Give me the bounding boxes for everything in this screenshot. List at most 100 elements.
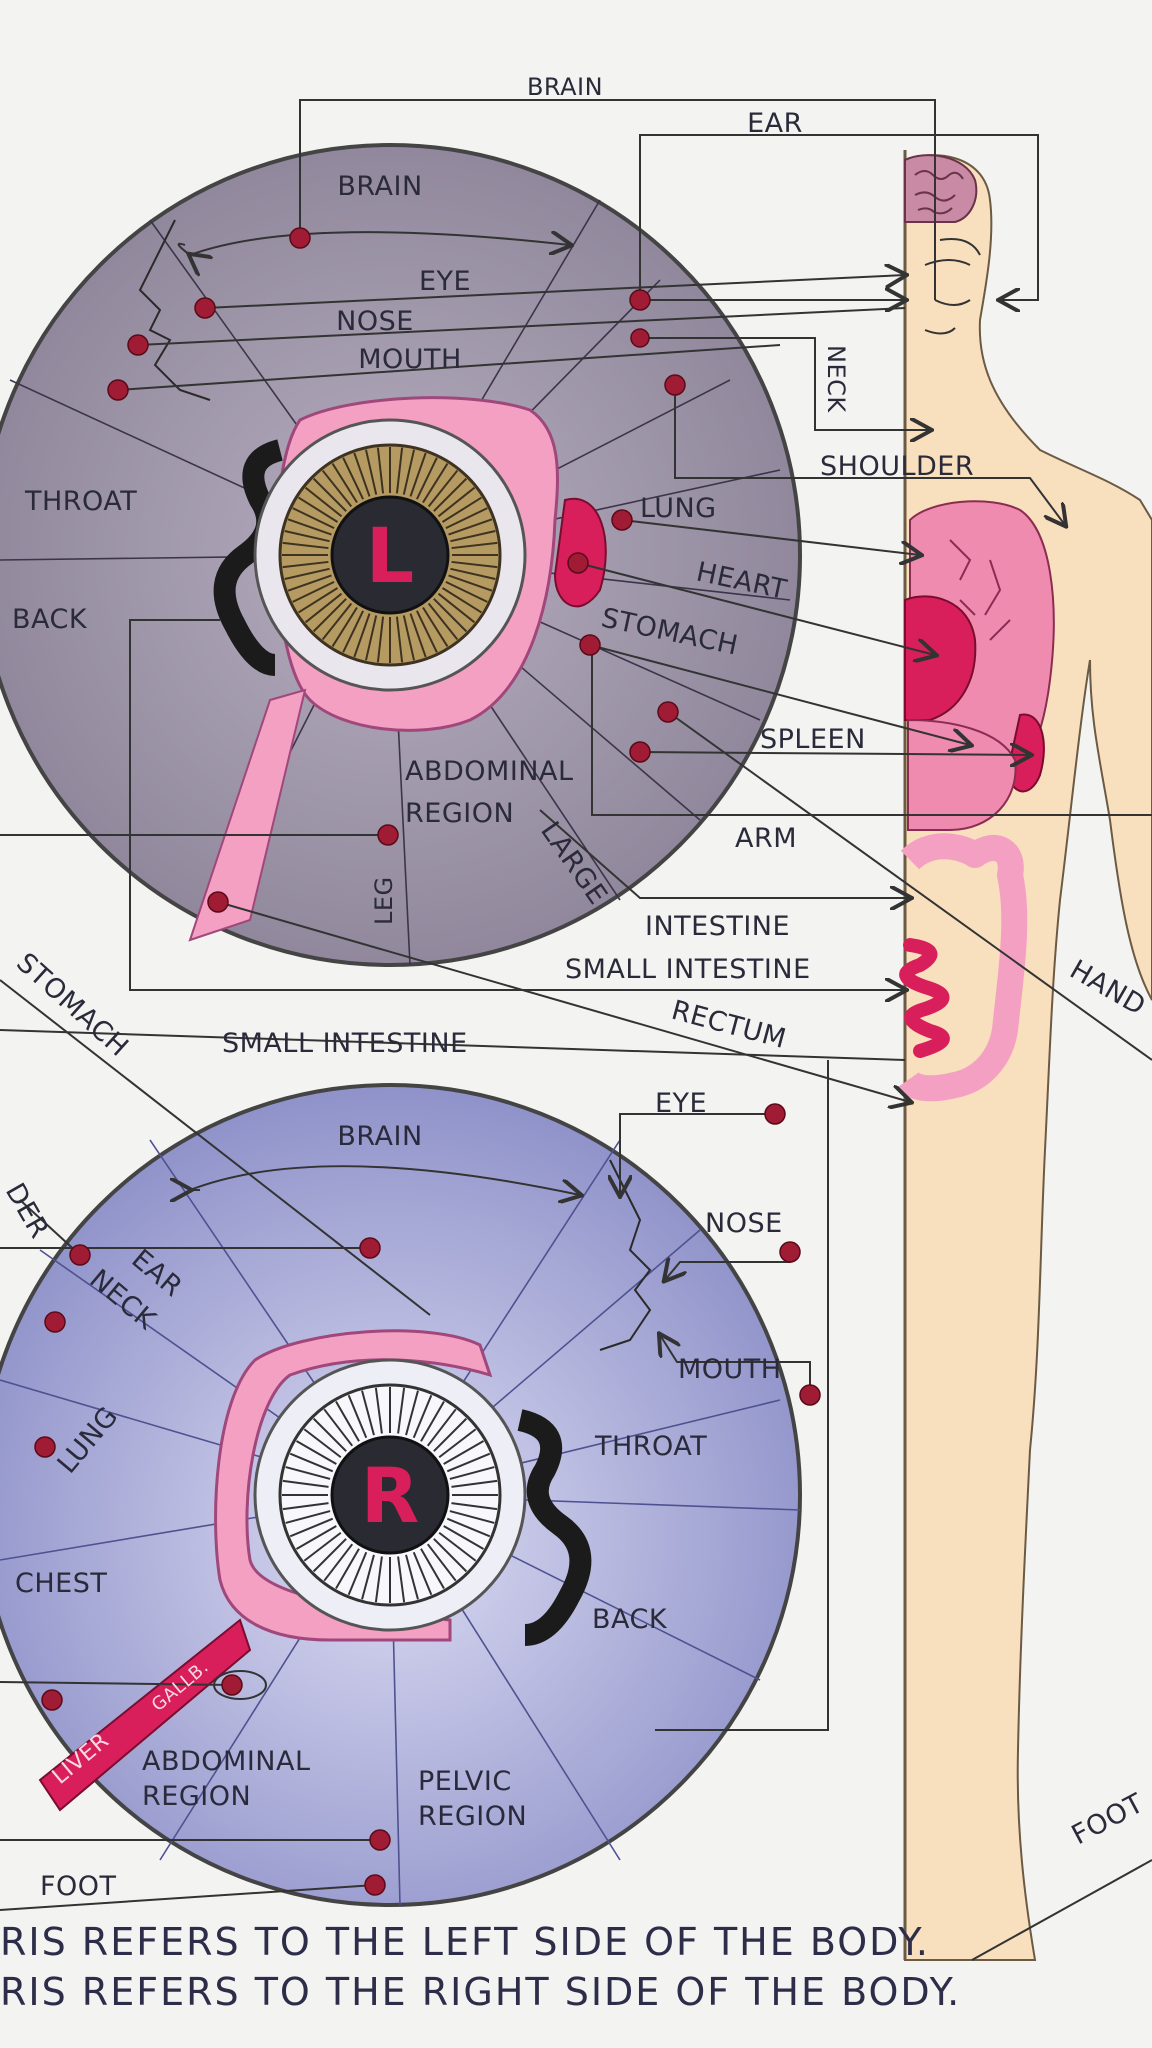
label-chest-right: CHEST <box>15 1568 107 1599</box>
right-iris: R <box>0 1083 802 1907</box>
iris-fiber <box>284 567 330 581</box>
dot-nose-left <box>127 334 149 356</box>
iris-fiber <box>312 598 347 633</box>
iris-fiber <box>433 598 468 633</box>
dot-brain-right <box>359 1237 381 1259</box>
iris-fiber <box>331 606 358 647</box>
iris-fiber <box>353 613 371 658</box>
iris-fiber <box>445 507 488 530</box>
label-mouth-left: MOUTH <box>358 344 462 375</box>
iris-fiber <box>284 529 330 543</box>
iris-fiber <box>395 616 404 663</box>
label-abdominal-left-1: ABDOMINAL <box>405 756 574 787</box>
left-throat-shape <box>213 439 284 676</box>
captions: RIS REFERS TO THE LEFT SIDE OF THE BODY.… <box>0 1920 959 2014</box>
dot-brain-left <box>289 227 311 249</box>
iris-fiber <box>285 1510 331 1524</box>
iris-fiber <box>433 477 468 512</box>
iris-fiber <box>342 457 365 500</box>
label-pelvic-right-2: REGION <box>418 1801 527 1832</box>
dot-nose-right <box>779 1241 801 1263</box>
label-nose-right: NOSE <box>705 1208 783 1239</box>
dot-hand-left <box>657 701 679 723</box>
dot-pelvic-right <box>369 1829 391 1851</box>
iris-fiber <box>405 1554 419 1600</box>
label-throat-right: THROAT <box>594 1431 707 1462</box>
right-pupil-letter: R <box>361 1451 420 1540</box>
iris-fiber <box>427 602 459 641</box>
label-throat-left: THROAT <box>24 486 137 517</box>
iris-fiber <box>335 1548 360 1590</box>
iris-fiber <box>304 592 343 624</box>
right-liver-band <box>38 1618 252 1812</box>
iris-fiber <box>441 587 482 614</box>
dot-lung-left <box>611 509 633 531</box>
iris-fiber <box>451 541 498 550</box>
label-brain-right: BRAIN <box>337 1121 422 1152</box>
iris-fiber <box>347 1394 368 1439</box>
label-abdominal-right-2: REGION <box>142 1781 251 1812</box>
left-pupil-letter: L <box>366 511 414 600</box>
iris-fiber <box>426 1408 457 1447</box>
iris-fiber <box>438 1531 477 1562</box>
iris-fiber <box>412 1551 433 1596</box>
iris-fiber <box>426 1543 457 1582</box>
face-profile <box>924 238 981 335</box>
iris-fiber <box>285 1466 331 1480</box>
dot-eye-right <box>764 1103 786 1125</box>
iris-fiber <box>323 1543 354 1582</box>
dot-stomach-left <box>579 634 601 656</box>
label-nose-left: NOSE <box>336 306 414 337</box>
iris-fiber <box>397 1556 406 1603</box>
iris-fiber <box>304 486 343 518</box>
iris-fiber <box>321 602 353 641</box>
body-figure <box>897 150 1152 1961</box>
label-rectum-left: RECTUM <box>668 995 789 1055</box>
label-foot-body: FOOT <box>1067 1788 1149 1851</box>
left-iris: L <box>0 143 802 967</box>
label-mouth-right: MOUTH <box>678 1354 782 1385</box>
iris-fiber <box>347 1551 368 1596</box>
iris-fiber <box>335 1400 360 1442</box>
iris-fiber <box>409 452 427 497</box>
label-back-left: BACK <box>12 604 88 635</box>
iris-fiber <box>353 452 371 497</box>
dot-neck-left <box>630 328 650 348</box>
connector-lines <box>0 99 1152 1961</box>
dot-gall-right <box>221 1674 243 1696</box>
dot-neck-right <box>44 1311 66 1333</box>
iris-fiber <box>448 518 493 536</box>
label-brain-left: BRAIN <box>337 171 422 202</box>
iris-fiber <box>323 1408 354 1447</box>
iris-fiber <box>433 1538 468 1573</box>
iris-fiber <box>445 580 488 603</box>
label-small-intestine-right: SMALL INTESTINE <box>222 1028 468 1059</box>
iris-fiber <box>415 457 438 500</box>
iris-fiber <box>282 1502 329 1511</box>
label-spleen-left: SPLEEN <box>760 724 866 755</box>
label-brain-top: BRAIN <box>527 73 603 101</box>
iris-fiber <box>312 477 347 512</box>
iris-fiber <box>397 1387 406 1434</box>
iris-fiber <box>321 469 353 508</box>
iris-fiber <box>312 1417 347 1452</box>
iris-fiber <box>298 496 339 523</box>
large-intestine-organ <box>897 833 1028 1102</box>
iris-fiber <box>450 529 496 543</box>
dot-spleen-left <box>629 741 651 763</box>
caption-left-side: RIS REFERS TO THE LEFT SIDE OF THE BODY. <box>0 1920 930 1964</box>
iris-fiber <box>364 449 378 495</box>
iris-fiber <box>364 615 378 661</box>
iris-fiber <box>449 1510 495 1524</box>
iris-fiber <box>415 610 438 653</box>
iris-fiber <box>361 1390 375 1436</box>
iris-fiber <box>441 496 482 523</box>
right-throat-shape <box>517 1409 592 1646</box>
iris-fiber <box>282 1479 329 1488</box>
iris-fiber <box>448 574 493 592</box>
iris-fiber <box>451 1479 498 1488</box>
label-neck-left: NECK <box>822 345 850 413</box>
left-leg-band <box>188 688 307 942</box>
iris-fiber <box>342 610 365 653</box>
